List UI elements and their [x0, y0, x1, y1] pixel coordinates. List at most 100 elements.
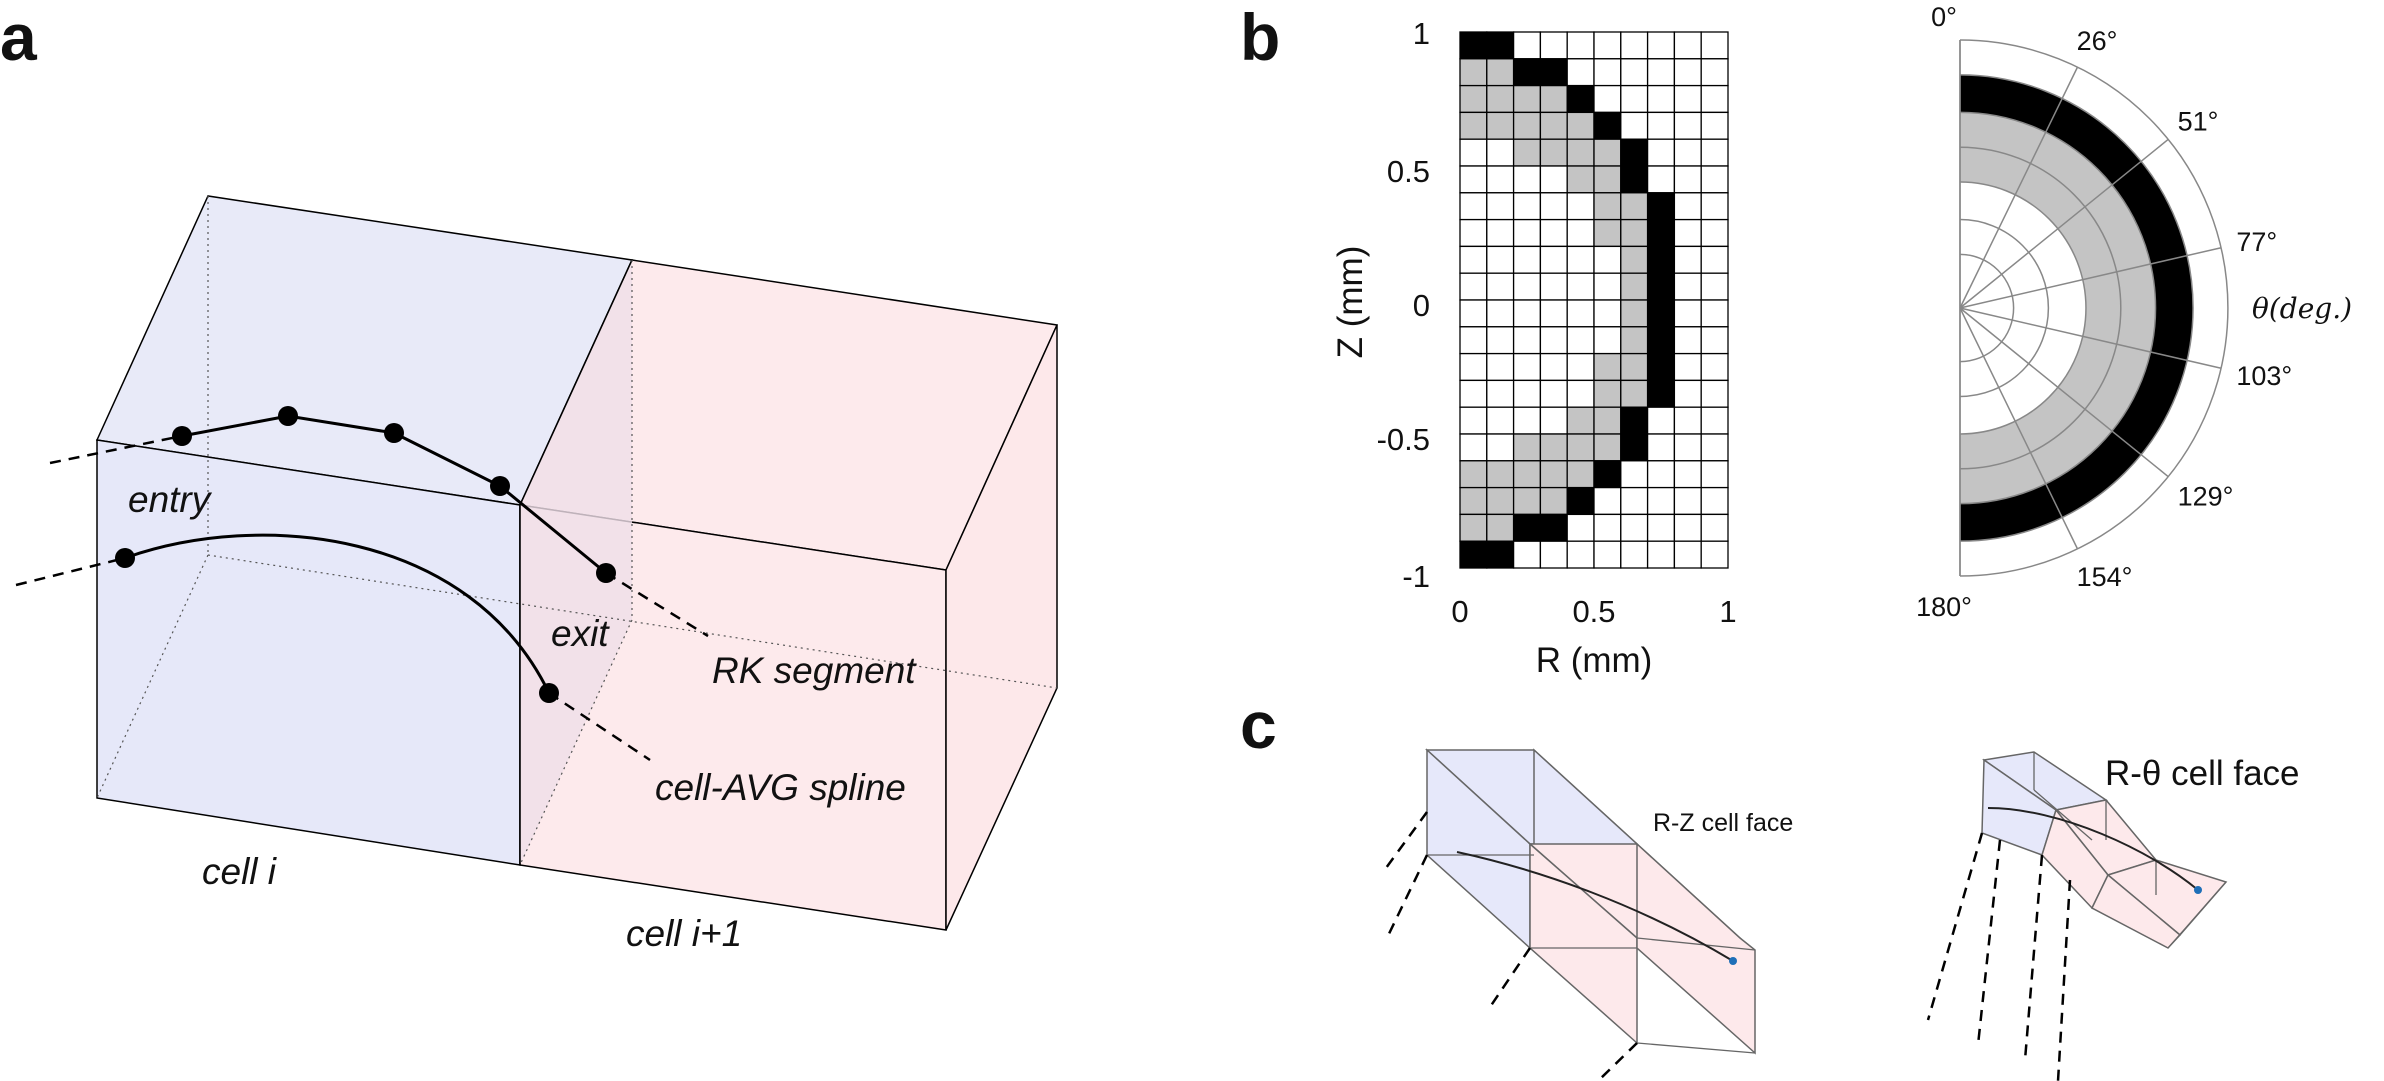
grid-cell: [1673, 540, 1702, 569]
grid-cell: [1700, 84, 1729, 114]
polar-ring: [1959, 39, 2229, 577]
grid-cell: [1673, 460, 1702, 489]
ytick-neg0.5: -0.5: [1377, 422, 1430, 457]
grid-cell: [1673, 486, 1702, 516]
grid-cell: [1539, 433, 1568, 462]
grid-cell: [1486, 272, 1515, 301]
grid-cell: [1566, 326, 1595, 355]
polar-spoke: [1959, 66, 2079, 309]
grid-cell: [1673, 379, 1702, 408]
grid-cell: [1566, 540, 1595, 569]
grid-cell: [1459, 540, 1488, 569]
grid-cell: [1593, 218, 1622, 248]
grid-cell: [1486, 138, 1515, 167]
grid-cell: [1620, 165, 1649, 194]
grid-cell: [1593, 299, 1622, 328]
grid-cell: [1700, 379, 1729, 408]
grid-cell: [1593, 272, 1622, 301]
grid-cell: [1459, 138, 1488, 167]
grid-cell: [1620, 326, 1649, 355]
grid-cell: [1459, 326, 1488, 355]
grid-cell: [1512, 165, 1542, 194]
grid-cell: [1566, 272, 1595, 301]
grid-cell: [1566, 513, 1595, 542]
entry-label: entry: [128, 479, 213, 520]
rz-grid: [1459, 31, 1729, 569]
grid-cell: [1673, 272, 1702, 301]
grid-cell: [1646, 165, 1676, 194]
grid-cell: [1566, 138, 1595, 167]
grid-cell: [1459, 299, 1488, 328]
grid-cell: [1593, 486, 1622, 516]
grid-cell: [1673, 84, 1702, 114]
grid-cell: [1459, 192, 1488, 221]
grid-cell: [1512, 433, 1542, 462]
ytick-neg1: -1: [1402, 559, 1430, 594]
grid-cell: [1593, 379, 1622, 408]
grid-cell: [1539, 165, 1568, 194]
grid-cell: [1459, 218, 1488, 248]
polar-ring: [1959, 74, 2194, 542]
grid-cell: [1673, 433, 1702, 462]
grid-cell: [1486, 245, 1515, 274]
panel-label-a: a: [0, 0, 38, 74]
grid-cell: [1512, 58, 1542, 87]
polar-tick-label: 0°: [1931, 2, 1957, 32]
grid-cell: [1566, 111, 1595, 140]
grid-cell: [1459, 406, 1488, 435]
grid-cell: [1486, 460, 1515, 489]
grid-cell: [1700, 513, 1729, 542]
polar-ring: [1959, 181, 2087, 435]
grid-cell: [1700, 540, 1729, 569]
grid-cell: [1593, 352, 1622, 382]
grid-cell: [1620, 111, 1649, 140]
grid-cell: [1512, 486, 1542, 516]
polar-ring: [1959, 146, 2122, 470]
rtheta-cell-face-sketch: [1926, 751, 2228, 1081]
grid-cell: [1646, 326, 1676, 355]
grid-cell: [1459, 84, 1488, 114]
grid-cell: [1566, 192, 1595, 221]
polar-ring: [1959, 111, 2157, 505]
grid-cell: [1539, 58, 1568, 87]
grid-cell: [1700, 486, 1729, 516]
grid-cell: [1539, 299, 1568, 328]
grid-cell: [1486, 218, 1515, 248]
grid-cell: [1620, 406, 1649, 435]
polar-tick-label: 180°: [1916, 592, 1972, 622]
grid-cell: [1512, 192, 1542, 221]
x-axis-label: R (mm): [1536, 641, 1653, 680]
xtick-1: 1: [1719, 594, 1736, 629]
grid-cell: [1459, 460, 1488, 489]
grid-cell: [1459, 58, 1488, 87]
grid-cell: [1620, 192, 1649, 221]
grid-cell: [1700, 352, 1729, 382]
grid-cell: [1539, 326, 1568, 355]
grid-cell: [1486, 352, 1515, 382]
rz-cell-face-label: R-Z cell face: [1653, 809, 1793, 837]
grid-cell: [1566, 352, 1595, 382]
xtick-0.5: 0.5: [1572, 594, 1615, 629]
grid-cell: [1566, 433, 1595, 462]
grid-cell: [1486, 513, 1515, 542]
grid-cell: [1673, 406, 1702, 435]
grid-cell: [1593, 31, 1622, 60]
grid-cell: [1539, 272, 1568, 301]
grid-cell: [1673, 299, 1702, 328]
gray-band: [1960, 112, 2156, 504]
rk-segment-path: [49, 406, 709, 638]
grid-cell: [1620, 245, 1649, 274]
grid-cell: [1486, 111, 1515, 140]
grid-cell: [1646, 379, 1676, 408]
grid-cell: [1512, 111, 1542, 140]
grid-cell: [1620, 299, 1649, 328]
grid-cell: [1512, 513, 1542, 542]
grid-cell: [1646, 513, 1676, 542]
grid-cell: [1459, 31, 1488, 60]
grid-cell: [1646, 192, 1676, 221]
grid-cell: [1459, 433, 1488, 462]
grid-cell: [1566, 460, 1595, 489]
grid-cell: [1673, 31, 1702, 60]
grid-cell: [1700, 299, 1729, 328]
grid-cell: [1486, 379, 1515, 408]
